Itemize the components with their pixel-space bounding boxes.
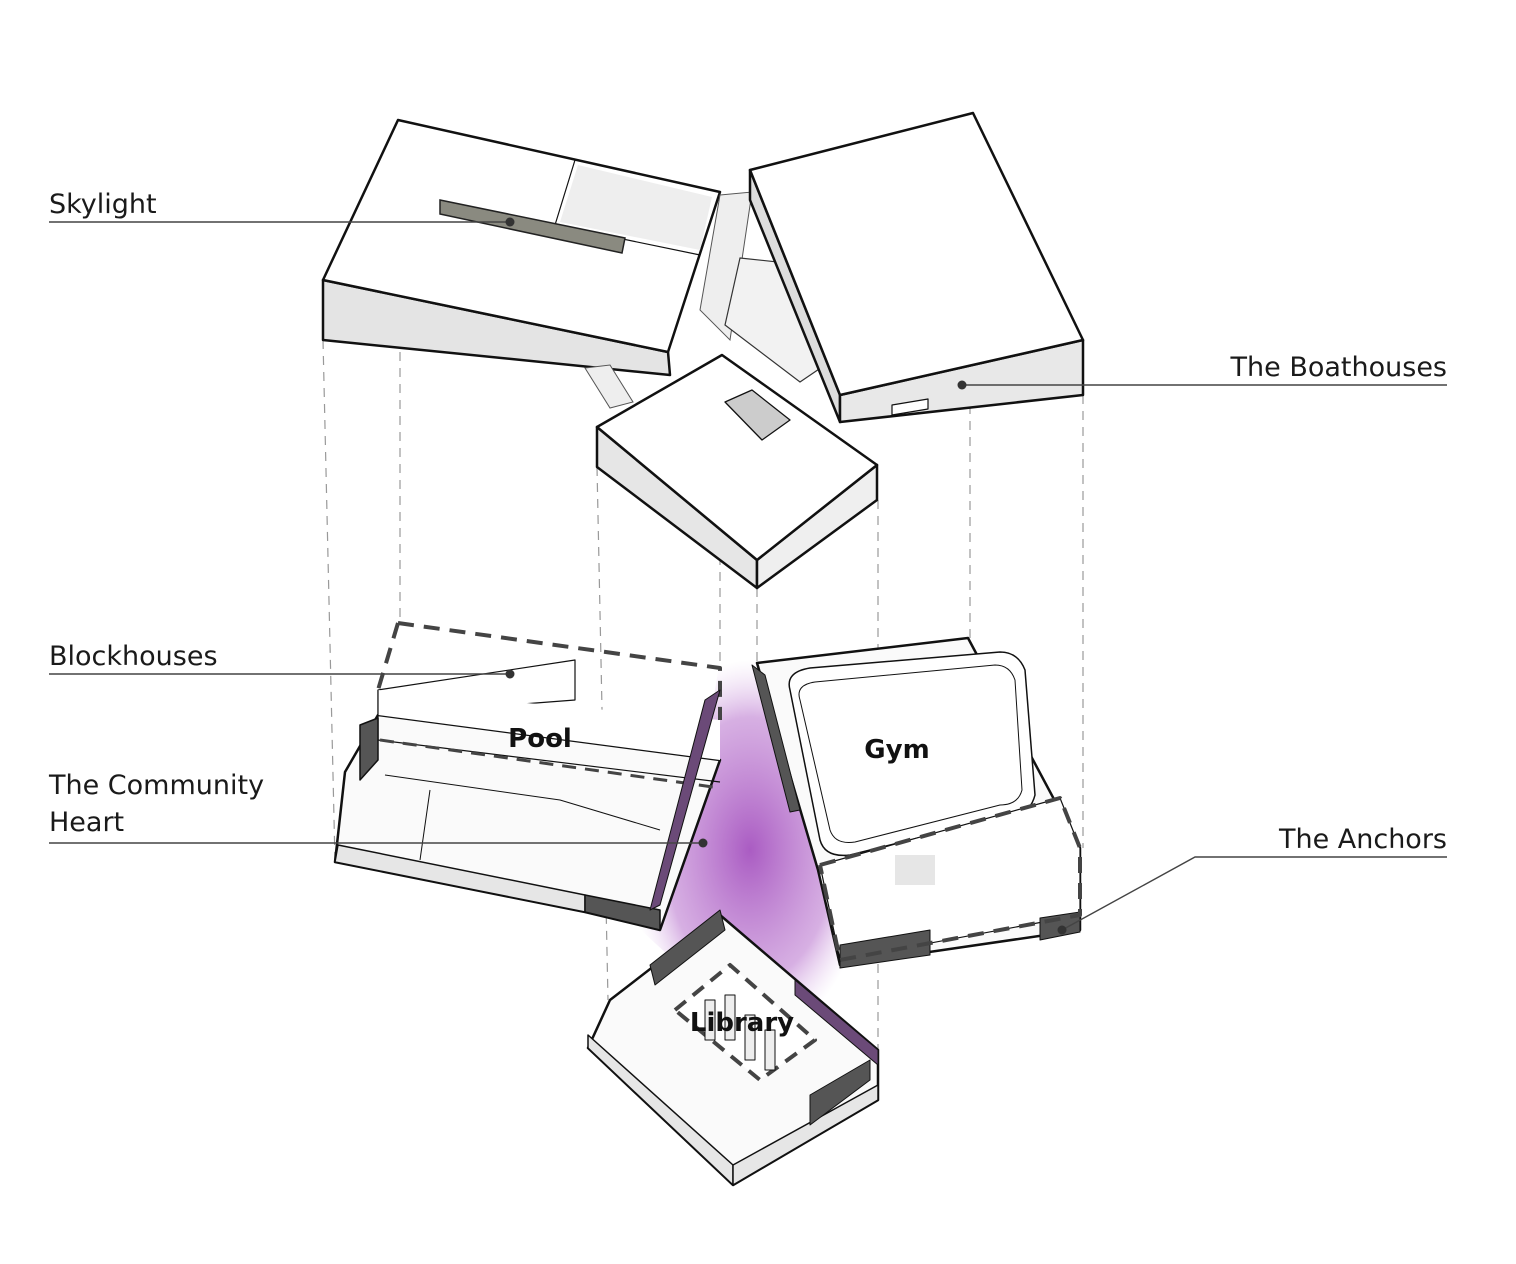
connector: [699, 191, 753, 342]
middle-box: [595, 353, 879, 590]
connector: [724, 257, 826, 383]
leader-lines: [49, 221, 1447, 931]
room-label-gym: Gym: [864, 735, 930, 765]
label-community-heart-line2: Heart: [49, 807, 125, 838]
label-anchors: The Anchors: [1278, 824, 1447, 855]
skylight: [439, 199, 626, 254]
pool-block: [333, 621, 722, 932]
label-skylight: Skylight: [49, 189, 157, 220]
room-label-pool: Pool: [508, 724, 572, 754]
leader-dots: [505, 217, 1067, 935]
room-label-library: Library: [689, 1008, 795, 1038]
label-boathouses: The Boathouses: [1230, 352, 1447, 383]
label-blockhouses: Blockhouses: [49, 641, 218, 672]
gym-block: [751, 636, 1082, 969]
connector: [584, 364, 634, 409]
label-community-heart-line1: The Community: [49, 770, 265, 801]
library-block: [586, 909, 880, 1187]
boathouse-left: [321, 118, 722, 377]
